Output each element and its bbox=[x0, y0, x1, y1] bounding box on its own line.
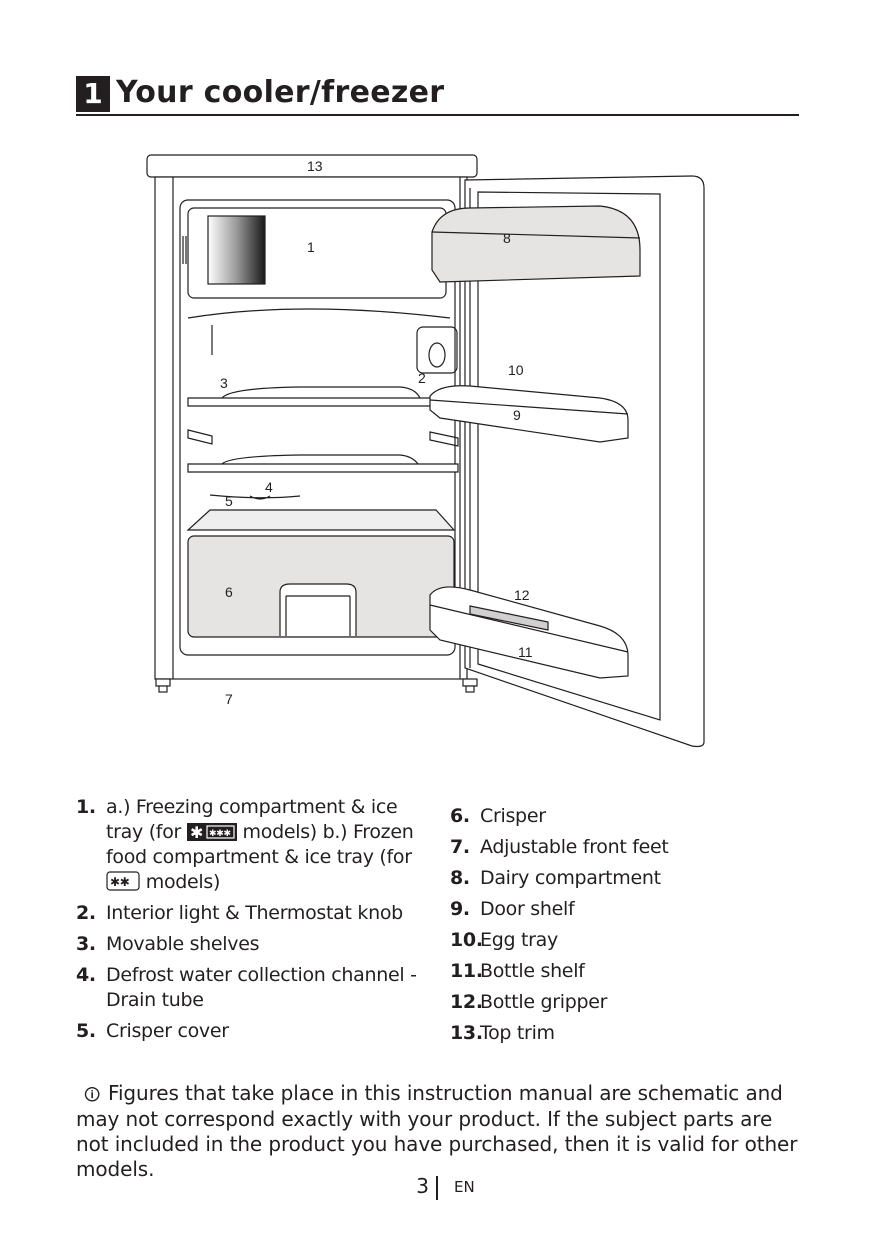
item-number: 1. bbox=[76, 796, 96, 818]
thermostat-housing bbox=[416, 326, 458, 374]
label-10: 10 bbox=[508, 362, 524, 378]
four-star-freezer-icon: ✱ ✱✱✱ bbox=[186, 823, 237, 841]
item-number: 6. bbox=[450, 805, 470, 827]
item-text: Egg tray bbox=[480, 929, 558, 951]
parts-list-right: 6. Crisper 7. Adjustable front feet 8. Dair… bbox=[450, 804, 770, 1052]
list-item: 13.Top trim bbox=[450, 1021, 770, 1046]
front-foot-right bbox=[462, 678, 478, 687]
door-shelf bbox=[429, 385, 629, 443]
label-1: 1 bbox=[307, 239, 315, 255]
svg-text:✱✱: ✱✱ bbox=[110, 875, 130, 889]
item-text: Interior light & Thermostat knob bbox=[106, 902, 403, 924]
list-item: 9. Door shelf bbox=[450, 897, 770, 922]
dairy-compartment bbox=[431, 205, 641, 283]
language-code: EN bbox=[454, 1178, 475, 1196]
label-7: 7 bbox=[225, 691, 233, 707]
item-number: 9. bbox=[450, 898, 470, 920]
item-text-cont: models) b.) Frozen food compartment & ic… bbox=[106, 821, 414, 868]
item-text: Bottle gripper bbox=[480, 991, 608, 1013]
bottle-gripper bbox=[469, 605, 549, 631]
item-text-end: models) bbox=[145, 871, 221, 893]
list-item: 7. Adjustable front feet bbox=[450, 835, 770, 860]
chapter-number: 1 bbox=[76, 76, 110, 112]
label-2: 2 bbox=[418, 370, 426, 386]
front-foot-left bbox=[155, 678, 171, 687]
freezer-door bbox=[207, 215, 266, 285]
label-3: 3 bbox=[220, 375, 228, 391]
list-item: 10.Egg tray bbox=[450, 928, 770, 953]
item-number: 11. bbox=[450, 960, 483, 982]
item-text: Defrost water collection channel - Drain… bbox=[106, 964, 417, 1011]
list-item: 8. Dairy compartment bbox=[450, 866, 770, 891]
label-11: 11 bbox=[518, 644, 533, 660]
movable-shelf-upper bbox=[187, 397, 459, 407]
label-12: 12 bbox=[514, 587, 530, 603]
item-number: 13. bbox=[450, 1022, 483, 1044]
item-number: 10. bbox=[450, 929, 483, 951]
item-number: 5. bbox=[76, 1020, 96, 1042]
item-text: Door shelf bbox=[480, 898, 575, 920]
svg-text:✱: ✱ bbox=[190, 823, 203, 841]
label-9: 9 bbox=[513, 407, 521, 423]
chapter-title: Your cooler/freezer bbox=[116, 75, 445, 110]
label-6: 6 bbox=[225, 584, 233, 600]
list-item: 5. Crisper cover bbox=[76, 1019, 436, 1044]
item-number: 4. bbox=[76, 964, 96, 986]
parts-list-left: 1. a.) Freezing compartment & ice tray (… bbox=[76, 795, 436, 1050]
two-star-freezer-icon: ✱✱ bbox=[106, 871, 140, 891]
item-number: 12. bbox=[450, 991, 483, 1013]
item-text: Bottle shelf bbox=[480, 960, 585, 982]
item-text: Top trim bbox=[480, 1022, 555, 1044]
crisper-handle bbox=[279, 583, 357, 636]
item-number: 8. bbox=[450, 867, 470, 889]
label-4: 4 bbox=[265, 479, 273, 495]
item-text: Dairy compartment bbox=[480, 867, 661, 889]
diagram-labels: 13 1 8 10 2 3 9 4 5 6 12 11 7 bbox=[220, 158, 533, 707]
list-item: 3. Movable shelves bbox=[76, 932, 436, 957]
label-5: 5 bbox=[225, 493, 233, 509]
list-item: 4. Defrost water collection channel - Dr… bbox=[76, 963, 436, 1013]
svg-text:✱✱✱: ✱✱✱ bbox=[209, 829, 231, 839]
thermostat-knob bbox=[428, 342, 446, 368]
fridge-diagram: 13 1 8 10 2 3 9 4 5 6 12 11 7 bbox=[146, 154, 705, 748]
info-note: 🛈Figures that take place in this instruc… bbox=[76, 1081, 804, 1182]
list-item: 6. Crisper bbox=[450, 804, 770, 829]
item-text: Crisper bbox=[480, 805, 546, 827]
note-text: Figures that take place in this instruct… bbox=[76, 1081, 798, 1181]
footer-divider bbox=[436, 1176, 438, 1200]
list-item: 12.Bottle gripper bbox=[450, 990, 770, 1015]
item-text: Crisper cover bbox=[106, 1020, 229, 1042]
item-number: 7. bbox=[450, 836, 470, 858]
chapter-heading: 1 Your cooler/freezer bbox=[76, 74, 799, 116]
item-text: a.) Freezing compartment & ice tray (for bbox=[106, 796, 398, 843]
inner-liner bbox=[179, 199, 456, 656]
door bbox=[464, 175, 705, 748]
item-text: Movable shelves bbox=[106, 933, 260, 955]
movable-shelf-lower bbox=[187, 463, 459, 473]
item-number: 3. bbox=[76, 933, 96, 955]
crisper-cover bbox=[186, 509, 456, 531]
item-text: Adjustable front feet bbox=[480, 836, 669, 858]
item-number: 2. bbox=[76, 902, 96, 924]
label-13: 13 bbox=[307, 158, 323, 174]
label-8: 8 bbox=[503, 230, 511, 246]
list-item: 2. Interior light & Thermostat knob bbox=[76, 901, 436, 926]
page-number: 3 bbox=[416, 1174, 429, 1198]
list-item: 1. a.) Freezing compartment & ice tray (… bbox=[76, 795, 436, 895]
page-footer: 3 EN bbox=[0, 1172, 875, 1202]
list-item: 11.Bottle shelf bbox=[450, 959, 770, 984]
info-icon: 🛈 bbox=[84, 1085, 101, 1104]
